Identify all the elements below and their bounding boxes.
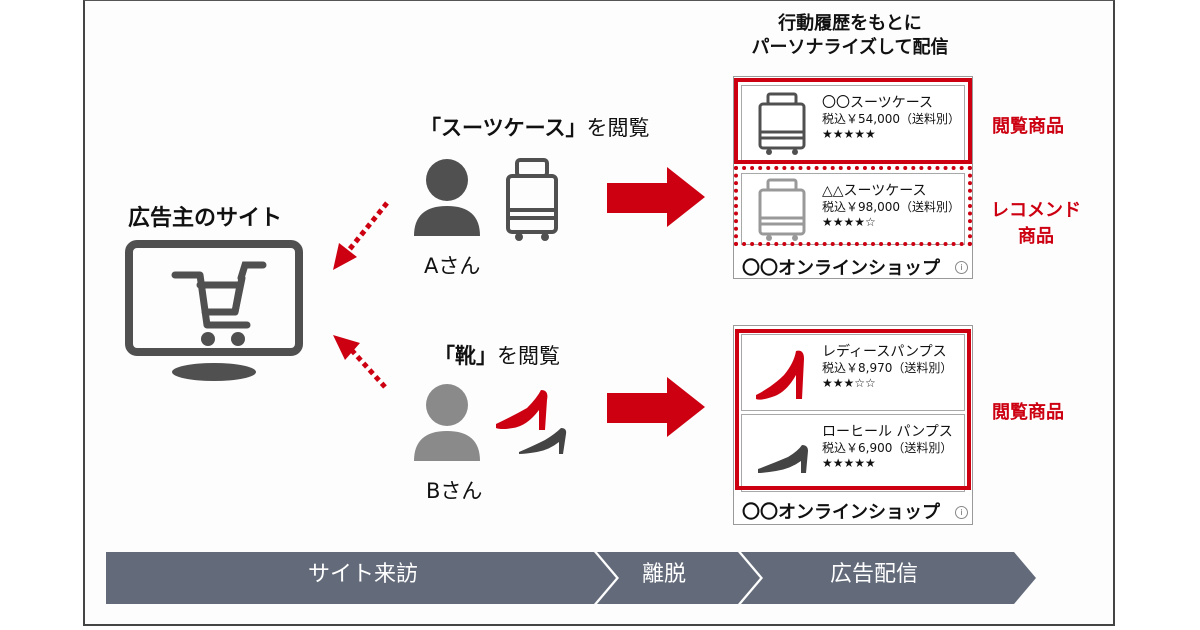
person-a-icon <box>414 159 480 236</box>
recommended-line-2: 商品 <box>1018 226 1054 247</box>
high-heels-icon <box>496 390 567 454</box>
product-rating: ★★★☆☆ <box>822 376 876 390</box>
viewed-item-b: 「靴」 <box>434 344 497 368</box>
product-price: 税込￥98,000（送料別） <box>822 200 960 214</box>
timeline-label-visit: サイト来訪 <box>308 562 419 587</box>
timeline-label-leave: 離脱 <box>642 562 687 587</box>
recommended-line-1: レコメンド <box>991 200 1081 221</box>
ad-banner-a[interactable]: 〇〇スーツケース 税込￥54,000（送料別） ★★★★★ △△スーツケース 税… <box>733 76 973 279</box>
dotted-arrow-b <box>345 343 387 389</box>
product-card[interactable]: レディースパンプス 税込￥8,970（送料別） ★★★☆☆ <box>741 334 965 411</box>
timeline-step-ad <box>741 552 1036 604</box>
timeline-step-leave <box>597 552 760 604</box>
suitcase-icon <box>506 158 558 241</box>
personalize-caption: 行動履歴をもとに パーソナライズして配信 <box>730 12 970 60</box>
advertiser-site-title: 広告主のサイト <box>128 206 283 231</box>
view-suffix: を閲覧 <box>586 116 650 140</box>
product-name: ローヒール パンプス <box>822 424 953 440</box>
ad-choices-icon[interactable]: i <box>955 506 968 519</box>
suitcase-icon <box>758 92 806 155</box>
product-card[interactable]: ローヒール パンプス 税込￥6,900（送料別） ★★★★★ <box>741 414 965 492</box>
viewed-item-a: 「スーツケース」 <box>420 116 587 140</box>
delivery-arrow-a <box>607 167 705 227</box>
user-b-view-label: 「靴」を閲覧 <box>434 340 560 370</box>
delivery-arrow-b <box>607 377 705 437</box>
caption-line-1: 行動履歴をもとに <box>778 13 922 34</box>
viewed-product-highlight <box>734 78 972 164</box>
recommended-product-highlight <box>734 166 972 246</box>
view-suffix: を閲覧 <box>497 344 560 368</box>
product-rating: ★★★★★ <box>822 456 876 470</box>
viewed-product-label: 閲覧商品 <box>992 116 1064 137</box>
user-a-view-label: 「スーツケース」を閲覧 <box>420 112 650 142</box>
arrowhead-b <box>333 335 360 360</box>
timeline-step-visit <box>106 552 616 604</box>
monitor-cart-icon <box>125 240 303 381</box>
arrowhead-a <box>333 243 357 270</box>
recommended-product-label: レコメンド 商品 <box>980 198 1092 250</box>
return-arrows <box>333 201 389 389</box>
ad-choices-icon[interactable]: i <box>955 261 968 274</box>
product-name: △△スーツケース <box>822 183 927 199</box>
product-rating: ★★★★★ <box>822 127 876 141</box>
product-price: 税込￥6,900（送料別） <box>822 441 953 455</box>
product-price: 税込￥54,000（送料別） <box>822 112 960 126</box>
timeline-bar <box>106 552 1036 604</box>
shop-name[interactable]: 〇〇オンラインショップ <box>742 502 940 523</box>
caption-line-2: パーソナライズして配信 <box>751 37 949 58</box>
product-card[interactable]: 〇〇スーツケース 税込￥54,000（送料別） ★★★★★ <box>741 85 965 163</box>
viewed-product-label-b: 閲覧商品 <box>992 402 1064 423</box>
timeline-label-ad: 広告配信 <box>830 562 919 587</box>
dotted-arrow-a <box>347 201 389 252</box>
product-price: 税込￥8,970（送料別） <box>822 361 953 375</box>
viewed-products-highlight <box>735 329 971 490</box>
product-name: レディースパンプス <box>822 344 947 360</box>
shop-name[interactable]: 〇〇オンラインショップ <box>742 258 940 279</box>
product-rating: ★★★★☆ <box>822 215 876 229</box>
person-b-icon <box>414 384 480 461</box>
product-card[interactable]: △△スーツケース 税込￥98,000（送料別） ★★★★☆ <box>741 173 965 245</box>
suitcase-icon <box>758 178 806 241</box>
user-b-name: Bさん <box>426 479 483 503</box>
low-heel-icon <box>758 445 808 473</box>
user-a-name: Aさん <box>424 254 481 278</box>
product-name: 〇〇スーツケース <box>822 95 934 111</box>
ad-banner-b[interactable]: レディースパンプス 税込￥8,970（送料別） ★★★☆☆ ローヒール パンプス… <box>733 325 973 525</box>
pumps-icon <box>756 350 804 400</box>
